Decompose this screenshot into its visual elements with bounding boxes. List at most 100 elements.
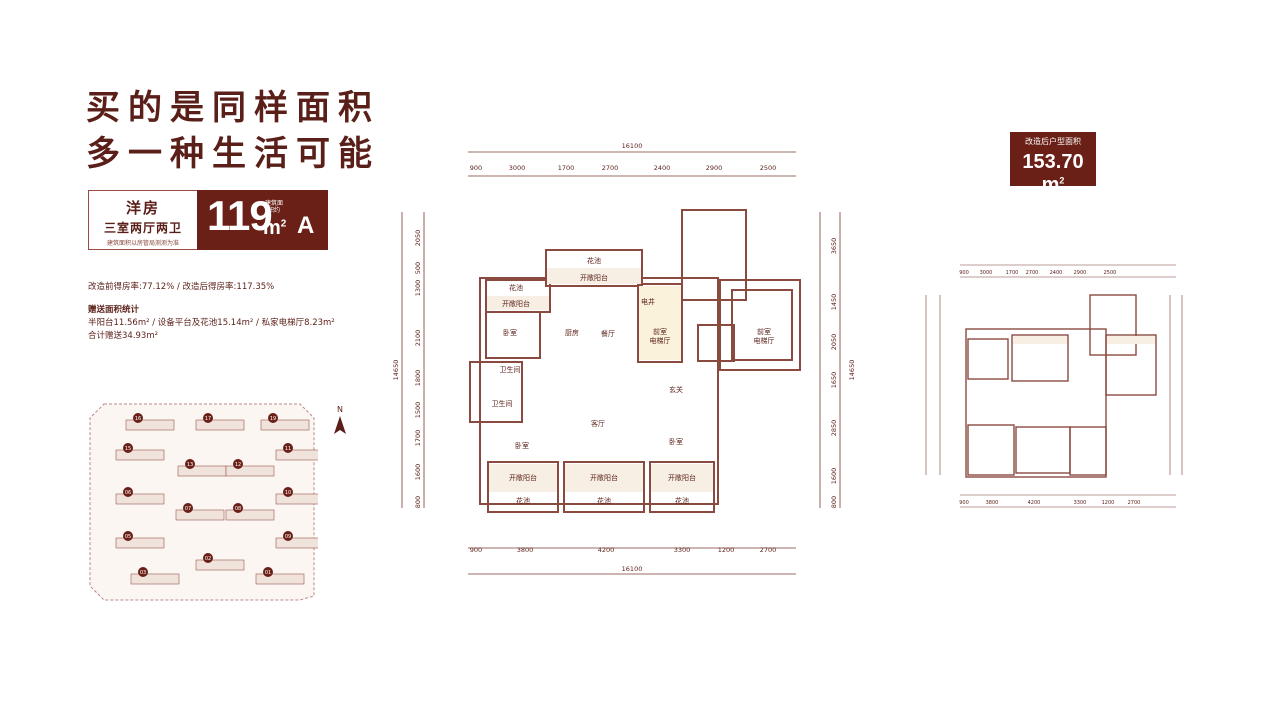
room-label: 前室 xyxy=(757,327,771,336)
room-label: 花池 xyxy=(597,496,611,505)
dim-label: 2050 xyxy=(414,230,422,247)
site-building: 03 xyxy=(130,567,180,585)
site-building: 02 xyxy=(195,553,245,571)
site-building: 19 xyxy=(260,413,310,431)
dim-label: 3300 xyxy=(674,546,691,554)
site-building: 07 xyxy=(175,503,225,521)
dim-label: 2700 xyxy=(602,164,619,172)
small-dim-label: 2400 xyxy=(1050,270,1063,276)
small-dim-label: 2500 xyxy=(1104,270,1117,276)
small-dim-label: 3000 xyxy=(980,270,993,276)
dim-label: 3800 xyxy=(517,546,534,554)
gift-area-title: 赠送面积统计 xyxy=(88,305,140,315)
dim-total: 14650 xyxy=(392,360,400,381)
site-building: 16 xyxy=(125,413,175,431)
dim-label: 3650 xyxy=(830,238,838,255)
room-label: 卫生间 xyxy=(492,399,513,408)
unit-type-info: 洋房 三室两厅两卫 建筑面积以房管局测测为准 xyxy=(89,191,197,249)
svg-text:15: 15 xyxy=(125,446,131,452)
svg-text:05: 05 xyxy=(125,534,131,540)
unit-area-unit: m2 xyxy=(263,217,287,239)
room-label: 玄关 xyxy=(669,385,683,394)
svg-text:07: 07 xyxy=(185,506,191,512)
svg-text:02: 02 xyxy=(205,556,211,562)
efficiency-rate: 改造前得房率:77.12% / 改造后得房率:117.35% xyxy=(88,282,275,292)
unit-type-card: 洋房 三室两厅两卫 建筑面积以房管局测测为准 119 建筑面积约 m2 A xyxy=(88,190,328,250)
dim-label: 1450 xyxy=(830,294,838,311)
room-label: 电梯厅 xyxy=(754,336,775,345)
unit-type-code: A xyxy=(297,212,315,239)
room-label: 花池 xyxy=(516,496,530,505)
dim-label: 2900 xyxy=(706,164,723,172)
small-dim-label: 2700 xyxy=(1128,500,1141,506)
dim-label: 4200 xyxy=(598,546,615,554)
room-label: 开敞阳台 xyxy=(502,299,530,308)
room-label: 卧室 xyxy=(515,441,529,450)
dim-label: 1600 xyxy=(414,464,422,481)
room-label: 开敞阳台 xyxy=(580,273,608,282)
unit-area-label: 建筑面积约 xyxy=(264,200,283,214)
site-building: 15 xyxy=(115,443,165,461)
svg-text:N: N xyxy=(337,405,343,414)
svg-text:19: 19 xyxy=(270,416,276,422)
room-label: 电梯厅 xyxy=(650,336,671,345)
svg-text:12: 12 xyxy=(235,462,241,468)
dim-total: 14650 xyxy=(848,360,856,381)
room-label: 花池 xyxy=(587,256,601,265)
dim-label: 900 xyxy=(470,546,482,554)
dim-label: 2400 xyxy=(654,164,671,172)
dim-label: 800 xyxy=(830,496,838,508)
site-building: 17 xyxy=(195,413,245,431)
dim-label: 1200 xyxy=(718,546,735,554)
svg-text:03: 03 xyxy=(140,570,146,576)
room-label: 卫生间 xyxy=(500,365,521,374)
dim-label: 2500 xyxy=(760,164,777,172)
room-label: 花池 xyxy=(675,496,689,505)
svg-text:10: 10 xyxy=(285,490,291,496)
svg-text:17: 17 xyxy=(205,416,211,422)
room-labels: 花池开敞阳台花池开敞阳台卧室厨房餐厅电井前室电梯厅前室电梯厅卫生间卫生间玄关客厅… xyxy=(492,256,775,505)
room-label: 电井 xyxy=(641,297,655,306)
small-dim-label: 2700 xyxy=(1026,270,1039,276)
site-building: 06 xyxy=(115,487,165,505)
svg-text:08: 08 xyxy=(235,506,241,512)
svg-text:01: 01 xyxy=(265,570,271,576)
dim-label: 1700 xyxy=(558,164,575,172)
room-label: 前室 xyxy=(653,327,667,336)
unit-type-note: 建筑面积以房管局测测为准 xyxy=(106,240,179,247)
renovated-area-badge: 改造后户型面积 153.70 m2 xyxy=(1010,132,1096,196)
gift-area-items: 半阳台11.56m² / 设备平台及花池15.14m² / 私家电梯厅8.23m… xyxy=(88,318,335,328)
unit-type-name: 洋房 xyxy=(125,199,160,217)
site-building: 08 xyxy=(225,503,275,521)
dim-label: 2100 xyxy=(414,330,422,347)
small-dim-label: 900 xyxy=(959,500,969,506)
dim-label: 1650 xyxy=(830,372,838,389)
small-dim-label: 2900 xyxy=(1074,270,1087,276)
renovated-area-label: 改造后户型面积 xyxy=(1025,137,1081,146)
main-floor-plan: 花池开敞阳台花池开敞阳台卧室厨房餐厅电井前室电梯厅前室电梯厅卫生间卫生间玄关客厅… xyxy=(392,142,856,575)
svg-text:06: 06 xyxy=(125,490,131,496)
dim-total: 16100 xyxy=(622,565,643,573)
room-label: 开敞阳台 xyxy=(590,473,618,482)
svg-text:16: 16 xyxy=(135,416,141,422)
room-label: 花池 xyxy=(509,283,523,292)
site-building: 12 xyxy=(225,459,275,477)
site-building: 11 xyxy=(275,443,318,461)
dim-label: 900 xyxy=(470,164,482,172)
room-label: 卧室 xyxy=(503,328,517,337)
dim-label: 1800 xyxy=(414,370,422,387)
room-label: 开敞阳台 xyxy=(668,473,696,482)
site-building: 09 xyxy=(275,531,318,549)
small-dim-label: 1700 xyxy=(1006,270,1019,276)
dim-label: 1300 xyxy=(414,280,422,297)
room-label: 餐厅 xyxy=(601,329,615,338)
room-label: 开敞阳台 xyxy=(509,473,537,482)
room-label: 厨房 xyxy=(565,328,579,337)
compass-icon: N xyxy=(334,405,346,434)
dim-label: 1500 xyxy=(414,402,422,419)
unit-area-value: 119 xyxy=(207,192,273,239)
